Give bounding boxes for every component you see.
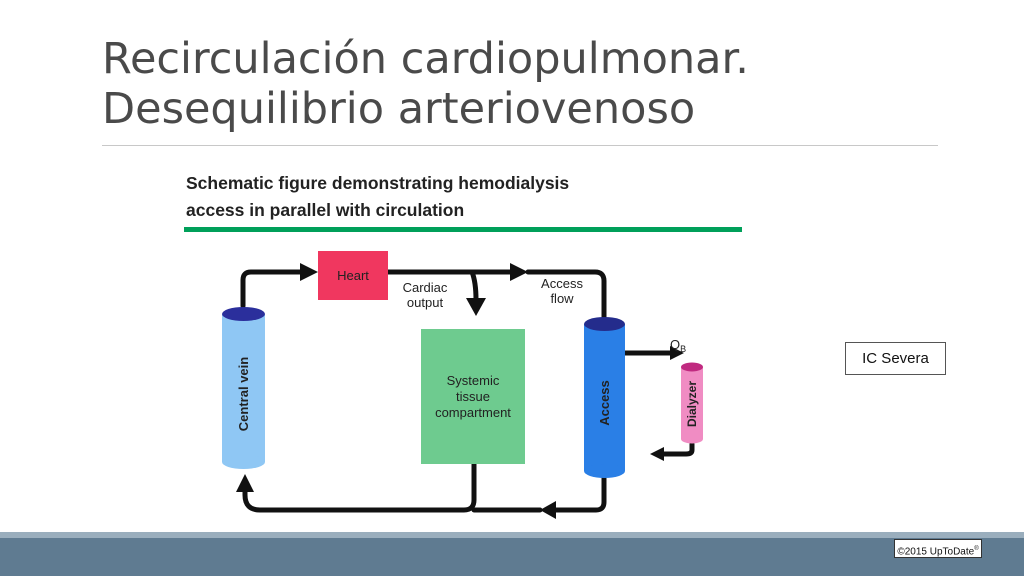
flow-arrow-to-heart — [300, 263, 318, 281]
heart-label: Heart — [337, 268, 369, 283]
cardiac-output-label-1: Cardiac — [403, 280, 448, 295]
dialyzer-bottom — [681, 434, 703, 444]
flow-arrow-to-vein — [236, 474, 254, 492]
cardiac-output-label-2: output — [407, 295, 444, 310]
access-body — [584, 324, 625, 471]
central-vein-body — [222, 314, 265, 462]
flow-dialyzer-return — [659, 441, 695, 457]
dialyzer-body — [681, 367, 703, 439]
dialyzer-top — [681, 362, 703, 372]
copyright-text: ©2015 UpToDate — [897, 546, 975, 558]
footer-band-light — [0, 532, 1024, 538]
access-label: Access — [597, 380, 612, 426]
systemic-label-1: Systemic — [447, 373, 500, 388]
flow-arrow-access-flow — [510, 263, 528, 281]
flow-access-return — [553, 475, 607, 513]
flow-arrow-to-dialyzer — [670, 346, 684, 360]
central-vein-label: Central vein — [236, 357, 251, 431]
access-flow-label-1: Access — [541, 276, 583, 291]
qb-label: QB — [670, 337, 686, 354]
slide-title: Recirculación cardiopulmonar. Desequilib… — [102, 34, 942, 134]
figure-heading-line-2: access in parallel with circulation — [186, 200, 465, 220]
systemic-compartment-box — [421, 329, 525, 464]
central-vein-top — [222, 307, 265, 321]
heart-box — [318, 251, 388, 300]
copyright-badge: ©2015 UpToDate® — [894, 539, 982, 558]
dialyzer-label: Dialyzer — [685, 381, 699, 427]
figure-heading-line-1: Schematic figure demonstrating hemodialy… — [186, 173, 570, 193]
flow-arrow-from-dialyzer — [650, 447, 664, 461]
flow-to-access-top — [525, 269, 607, 321]
title-line-1: Recirculación cardiopulmonar. — [102, 34, 749, 84]
figure-heading-rule — [184, 227, 742, 232]
systemic-label-3: compartment — [435, 405, 511, 420]
flow-cardiac-output — [469, 269, 479, 303]
access-flow-label-2: flow — [550, 291, 574, 306]
footer-band — [0, 538, 1024, 576]
ic-severa-note: IC Severa — [845, 342, 946, 375]
central-vein-bottom — [222, 455, 265, 469]
access-bottom — [584, 464, 625, 478]
systemic-label-2: tissue — [456, 389, 490, 404]
flow-arrow-access-return — [540, 501, 556, 519]
title-line-2: Desequilibrio arteriovenoso — [102, 84, 696, 134]
title-divider — [102, 145, 938, 146]
flow-systemic-return — [242, 461, 477, 513]
figure-heading: Schematic figure demonstrating hemodialy… — [186, 170, 746, 224]
flow-vein-to-heart — [240, 269, 305, 309]
qb-subscript: B — [680, 344, 686, 354]
flow-arrow-cardiac-output — [466, 298, 486, 316]
qb-letter: Q — [670, 337, 680, 352]
access-top — [584, 317, 625, 331]
registered-mark: ® — [974, 546, 979, 552]
